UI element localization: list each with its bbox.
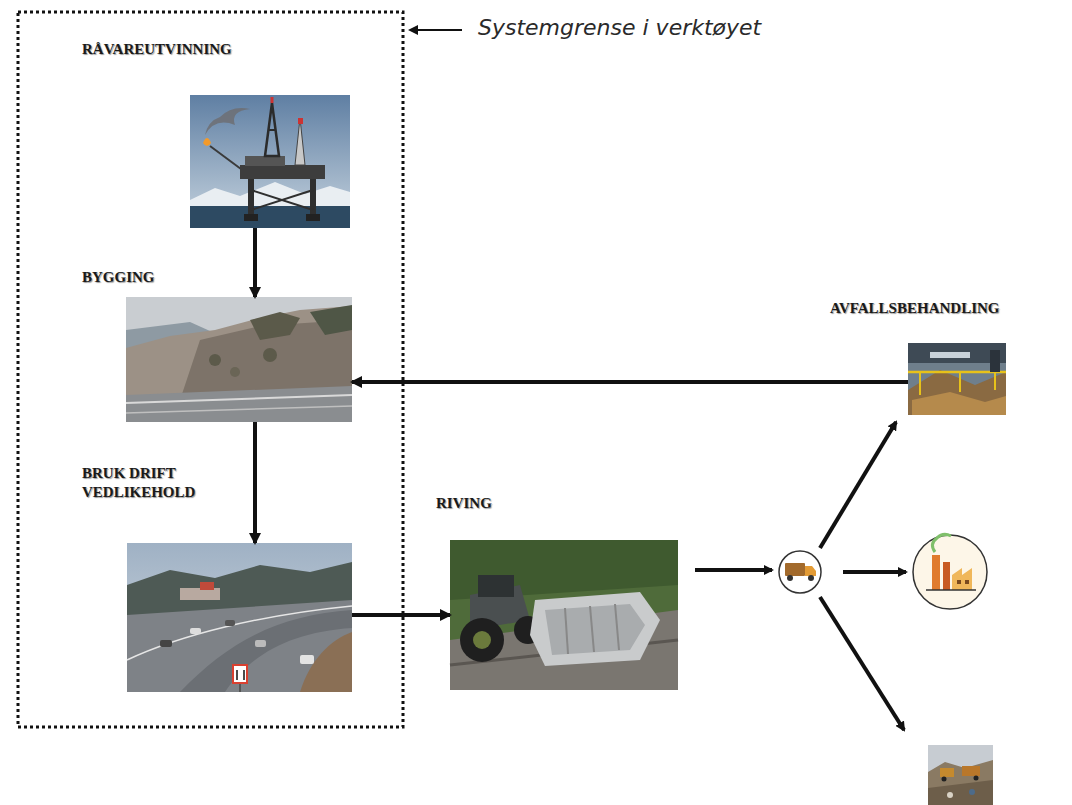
boundary-label: Systemgrense i verktøyet: [478, 14, 761, 42]
stage-photo-box: BYGGING: [126, 297, 352, 422]
stage-heading: BRUK DRIFT VEDLIKEHOLD: [82, 464, 195, 502]
flow-arrow: [352, 613, 450, 617]
stage-heading: RIVING: [436, 494, 492, 513]
truck-icon: [779, 551, 821, 593]
stage-photo-box: RIVING: [450, 540, 678, 690]
road-milling-photo: [450, 540, 678, 690]
stage-heading: BYGGING: [82, 268, 155, 287]
flow-arrow: [253, 228, 257, 297]
stage-photo-box: AVFALLSBEHANDLING: [908, 343, 1006, 415]
flow-arrow: [253, 422, 257, 543]
construction-photo: [126, 297, 352, 422]
oil-platform-photo: [190, 95, 350, 228]
flow-arrow: [352, 380, 908, 384]
flow-arrow: [820, 422, 896, 548]
stage-heading: AVFALLSBEHANDLING: [830, 299, 999, 318]
boundary-leader: [410, 29, 462, 31]
system-boundary: [18, 12, 403, 727]
stage-heading: RÅVAREUTVINNING: [82, 40, 232, 59]
landfill-photo: [928, 745, 993, 805]
highway-photo: [127, 543, 352, 692]
stage-photo-box: BRUK DRIFT VEDLIKEHOLD: [127, 543, 352, 692]
stage-photo-box: RÅVAREUTVINNING: [190, 95, 350, 228]
flow-arrow: [820, 597, 904, 730]
flow-arrow: [695, 568, 772, 572]
waste-plant-photo: [908, 343, 1006, 415]
incineration-icon: [913, 534, 987, 609]
flow-arrow: [843, 570, 906, 574]
